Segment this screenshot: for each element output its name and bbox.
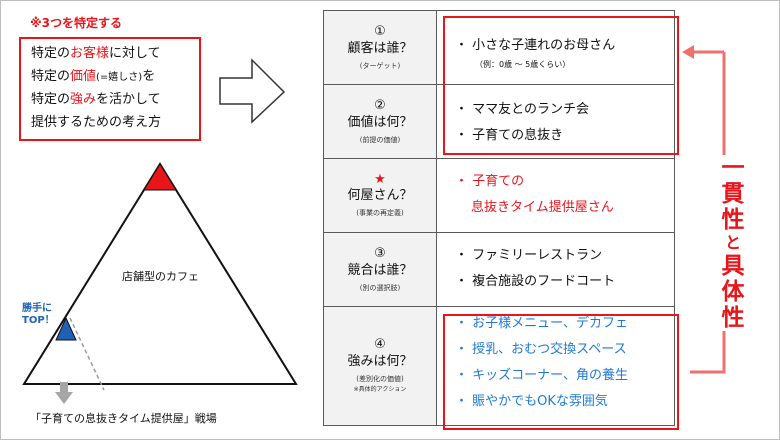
top-red-marker	[143, 163, 177, 191]
question-sub: (別の選択肢)	[359, 283, 401, 292]
question-text: 競合は誰？	[347, 262, 413, 278]
question-sub: (事業の再定義)	[356, 209, 404, 217]
answer-cell: ・ ママ友とのランチ会 ・ 子育ての息抜き	[436, 84, 675, 159]
question-sub: (ターゲット)	[359, 61, 401, 70]
answer-item: ・ キッズコーナー、角の養生	[455, 368, 629, 383]
market-triangle	[22, 162, 298, 385]
answer-item: ・ 子育ての息抜き	[455, 128, 564, 143]
row-number: ②	[374, 97, 386, 113]
answer-item: ・ 複合施設のフードコート	[455, 274, 616, 289]
question-cell: ① 顧客は誰？ (ターゲット)	[323, 10, 437, 85]
answer-item: 息抜きタイム提供屋さん	[471, 200, 614, 215]
table-row: ★ 何屋さん？ (事業の再定義) ・ 子育ての 息抜きタイム提供屋さん	[323, 158, 675, 233]
answer-item: ・ ママ友とのランチ会	[455, 102, 590, 117]
down-arrow-icon	[55, 392, 73, 404]
highlight-box-bottom	[443, 314, 679, 430]
side-label: 一 貫 性 と 具 体 性	[713, 155, 753, 331]
triangle-label: 店舗型のカフェ	[122, 270, 199, 283]
definition-line-1: 特定のお客様に対して	[31, 46, 161, 61]
answer-item: ・ お子様メニュー、デカフェ	[455, 316, 629, 331]
table-row: ② 価値は何？ (前提の価値) ・ ママ友とのランチ会 ・ 子育ての息抜き	[323, 84, 675, 159]
question-cell: ④ 強みは何？ (差別化の価値) ※具体的アクション	[323, 306, 437, 426]
highlight-box-top	[443, 16, 679, 155]
answer-cell: ・ 子育ての 息抜きタイム提供屋さん	[436, 158, 675, 233]
answer-item: ・ 賑やかでもOKな雰囲気	[455, 394, 608, 409]
dashed-cut-line	[69, 317, 105, 391]
answer-item: ・ 小さな子連れのお母さん	[455, 38, 616, 53]
question-text: 何屋さん？	[347, 188, 413, 203]
question-sub: (前提の価値)	[359, 135, 401, 144]
answer-cell: ・ ファミリーレストラン ・ 複合施設のフードコート	[436, 232, 675, 307]
definition-line-3: 特定の強みを活かして	[31, 92, 161, 107]
row-number: ④	[374, 337, 386, 352]
strategy-table: ① 顧客は誰？ (ターゲット) ・ 小さな子連れのお母さん （例：0歳 ～ 5歳…	[323, 10, 675, 426]
question-cell: ③ 競合は誰？ (別の選択肢)	[323, 232, 437, 307]
question-text: 顧客は誰？	[347, 40, 413, 56]
question-sub: (差別化の価値)	[356, 375, 404, 383]
battlefield-label: 「子育ての息抜きタイム提供屋」戦場	[30, 412, 217, 425]
answer-item: ・ ファミリーレストラン	[455, 248, 603, 263]
question-cell: ② 価値は何？ (前提の価値)	[323, 84, 437, 159]
answer-item: ・ 授乳、おむつ交換スペース	[455, 342, 627, 357]
question-cell: ★ 何屋さん？ (事業の再定義)	[323, 158, 437, 233]
table-row: ① 顧客は誰？ (ターゲット) ・ 小さな子連れのお母さん （例：0歳 ～ 5歳…	[323, 10, 675, 85]
row-number: ③	[374, 245, 386, 261]
question-text: 価値は何？	[347, 114, 413, 130]
table-row: ④ 強みは何？ (差別化の価値) ※具体的アクション ・ お子様メニュー、デカフ…	[323, 306, 675, 426]
row-number: ①	[374, 23, 386, 39]
question-sub-note: ※具体的アクション	[353, 386, 407, 393]
answer-cell: ・ お子様メニュー、デカフェ ・ 授乳、おむつ交換スペース ・ キッズコーナー、…	[436, 306, 675, 426]
triangle-diagram	[22, 162, 298, 404]
note-title: ※3つを特定する	[30, 16, 123, 30]
table-row: ③ 競合は誰？ (別の選択肢) ・ ファミリーレストラン ・ 複合施設のフードコ…	[323, 232, 675, 307]
answer-item: ・ 子育ての	[455, 174, 525, 189]
answer-note: （例：0歳 ～ 5歳くらい）	[475, 60, 571, 69]
question-text: 強みは何？	[347, 354, 413, 369]
star-icon: ★	[374, 172, 386, 187]
definition-line-4: 提供するための考え方	[31, 114, 162, 130]
blue-marker	[55, 316, 77, 341]
definition-line-2: 特定の価値(=嬉しさ)を	[31, 68, 156, 84]
right-arrow-icon	[219, 58, 286, 124]
down-arrow-shaft	[60, 382, 68, 392]
definition-box: 特定のお客様に対して 特定の価値(=嬉しさ)を 特定の強みを活かして 提供するた…	[19, 37, 201, 141]
